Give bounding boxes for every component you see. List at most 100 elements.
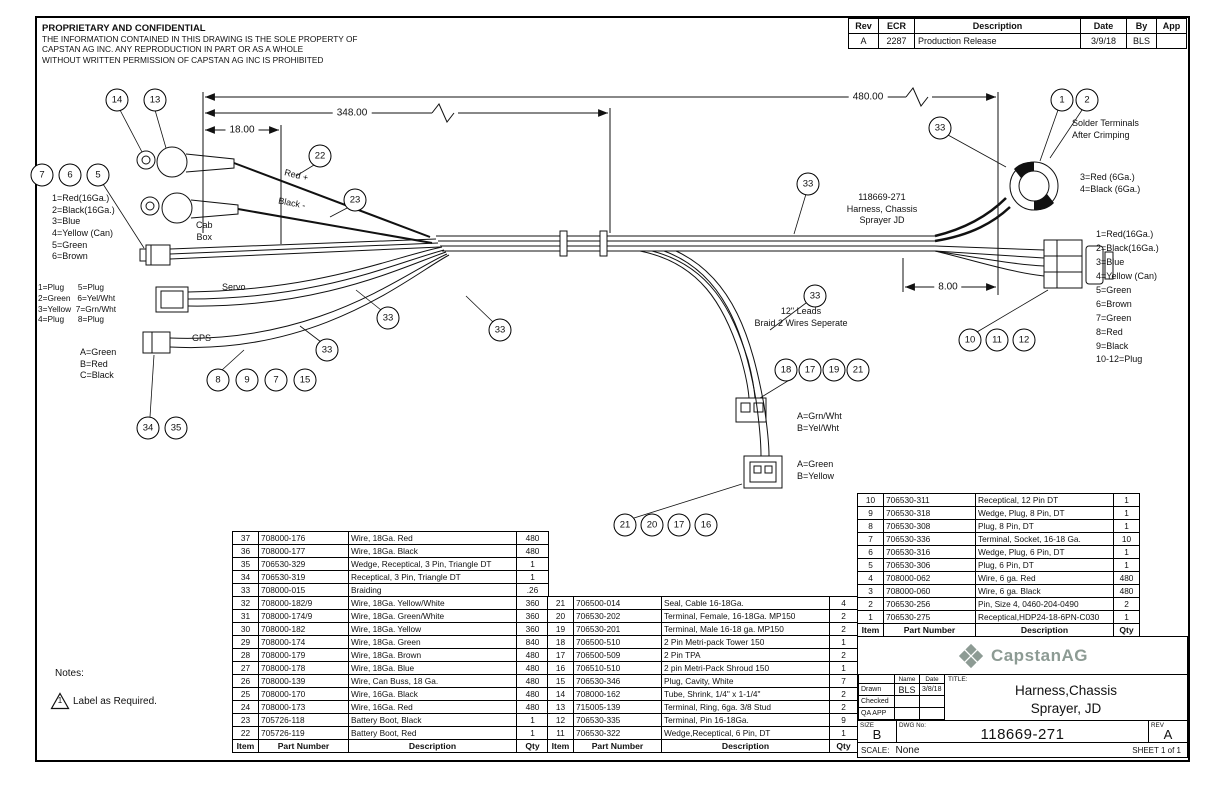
scale-label: SCALE: <box>861 746 890 755</box>
title-area: TITLE: Harness,Chassis Sprayer, JD <box>944 674 1187 720</box>
right-connector-pinout-label: 1=Red(16Ga.) 2=Black(16Ga.) 3=Blue 4=Yel… <box>1096 229 1159 365</box>
notice-line: THE INFORMATION CONTAINED IN THIS DRAWIN… <box>42 34 358 44</box>
balloon-callout: 8 <box>206 368 230 392</box>
note-item: 1 Label as Required. <box>50 692 157 710</box>
tower-pinout-label: A=Grn/Wht B=Yel/Wht <box>797 411 842 433</box>
balloon-callout: 17 <box>667 513 691 537</box>
balloon-callout: 22 <box>308 144 332 168</box>
rev-cell: REV A <box>1149 721 1187 743</box>
dimension-480: 480.00 <box>848 91 888 103</box>
drawing-number: 118669-271 <box>980 726 1065 743</box>
sign-row-checked: Checked <box>858 695 945 708</box>
balloon-callout: 35 <box>164 416 188 440</box>
signature-block: Name Date Drawn BLS 3/8/18 Checked QA AP… <box>858 674 945 720</box>
title-label: TITLE: <box>948 676 968 683</box>
solder-note-label: Solder Terminals After Crimping <box>1072 118 1139 140</box>
balloon-callout: 12 <box>1012 328 1036 352</box>
balloon-callout: 33 <box>928 116 952 140</box>
gps-label: GPS <box>192 333 212 343</box>
size-cell: SIZE B <box>858 721 897 743</box>
notes-heading: Notes: <box>55 668 84 679</box>
capstan-logo-icon <box>958 643 984 668</box>
balloon-callout: 33 <box>315 338 339 362</box>
sign-header-row: Name Date <box>858 674 945 684</box>
heavy-wire-pinout-label: 3=Red (6Ga.) 4=Black (6Ga.) <box>1080 172 1141 194</box>
balloon-callout: 19 <box>822 358 846 382</box>
notice-line: WITHOUT WRITTEN PERMISSION OF CAPSTAN AG… <box>42 54 324 65</box>
revision-table: Rev ECR Description Date By App A 2287 P… <box>848 18 1187 49</box>
notice-line: CAPSTAN AG INC. ANY REPRODUCTION IN PART… <box>42 44 304 55</box>
left-connector-pinout-label: 1=Red(16Ga.) 2=Black(16Ga.) 3=Blue 4=Yel… <box>52 193 115 262</box>
shroud-pinout-label: A=Green B=Yellow <box>797 459 834 481</box>
cab-box-label: Cab Box <box>196 220 213 242</box>
balloon-callout: 23 <box>343 188 367 212</box>
sheet-number: SHEET 1 of 1 <box>1132 746 1181 755</box>
balloon-callout: 9 <box>235 368 259 392</box>
harness-id-label: 118669-271 Harness, Chassis Sprayer JD <box>846 192 918 226</box>
revision-header-row: Rev ECR Description Date By App <box>848 18 1187 34</box>
balloon-callout: 10 <box>958 328 982 352</box>
balloon-callout: 7 <box>30 163 54 187</box>
note-text: Label as Required. <box>73 695 157 707</box>
dimension-18: 18.00 <box>225 124 259 136</box>
balloon-callout: 33 <box>488 318 512 342</box>
dimension-8: 8.00 <box>934 281 962 293</box>
sign-row-drawn: Drawn BLS 3/8/18 <box>858 683 945 696</box>
size-row: SIZE B DWG No: 118669-271 REV A <box>858 720 1187 743</box>
servo-label: Servo <box>222 282 246 292</box>
logo-row: CapstanAG <box>858 637 1187 675</box>
balloon-callout: 14 <box>105 88 129 112</box>
border-frame <box>35 16 1190 762</box>
balloon-callout: 16 <box>694 513 718 537</box>
balloon-callout: 33 <box>803 284 827 308</box>
balloon-callout: 7 <box>264 368 288 392</box>
triangle-flag-icon: 1 <box>50 692 70 710</box>
brand-name: CapstanAG <box>990 645 1089 665</box>
scale-value: None <box>895 745 920 756</box>
balloon-callout: 6 <box>58 163 82 187</box>
proprietary-notice: PROPRIETARY AND CONFIDENTIAL THE INFORMA… <box>42 23 357 65</box>
rev-value: A <box>1163 727 1173 742</box>
sign-row-qa: QA APP <box>858 707 945 720</box>
dwg-no-cell: DWG No: 118669-271 <box>897 721 1149 743</box>
balloon-callout: 5 <box>86 163 110 187</box>
balloon-callout: 15 <box>293 368 317 392</box>
servo-pinout-label: 1=Plug 5=Plug 2=Green 6=Yel/Wht 3=Yellow… <box>38 282 117 325</box>
balloon-callout: 2 <box>1075 88 1099 112</box>
balloon-callout: 34 <box>136 416 160 440</box>
balloon-callout: 20 <box>640 513 664 537</box>
